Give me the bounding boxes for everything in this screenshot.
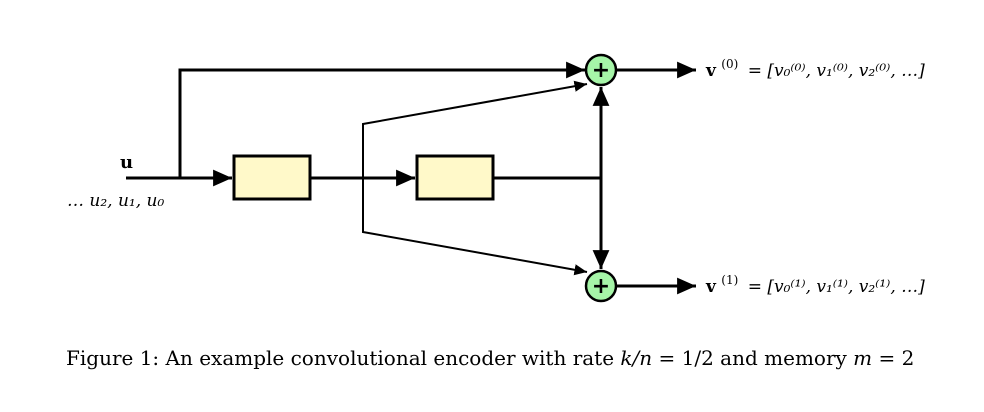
output-0-label: v (0) = [v₀⁽⁰⁾, v₁⁽⁰⁾, v₂⁽⁰⁾, …] xyxy=(705,53,925,81)
output-1-label: v (1) = [v₀⁽¹⁾, v₁⁽¹⁾, v₂⁽¹⁾, …] xyxy=(705,269,925,297)
output-0-name: v xyxy=(705,61,717,81)
tap-to-bottom-adder-line xyxy=(362,178,588,276)
bottom-adder-plus-icon: + xyxy=(592,274,610,299)
top-adder-plus-icon: + xyxy=(592,58,610,83)
bottom-adder: + xyxy=(584,269,618,303)
caption-rate-value: = 1/2 and memory xyxy=(652,346,854,370)
shift-register-2 xyxy=(415,154,495,201)
input-label: u xyxy=(120,152,133,173)
tap-to-top-adder-line xyxy=(362,80,588,178)
output-1-sequence: = [v₀⁽¹⁾, v₁⁽¹⁾, v₂⁽¹⁾, …] xyxy=(748,277,925,297)
input-sequence-label: … u₂, u₁, u₀ xyxy=(67,191,164,211)
output-0-sequence: = [v₀⁽⁰⁾, v₁⁽⁰⁾, v₂⁽⁰⁾, …] xyxy=(748,61,925,81)
input-to-top-adder-line xyxy=(178,61,585,178)
caption-memory-value: = 2 xyxy=(872,346,915,370)
convolutional-encoder-diagram: + + u … u₂, u₁, u₀ v (0) = [v₀⁽⁰⁾, v₁⁽⁰⁾… xyxy=(67,53,925,303)
top-adder: + xyxy=(584,53,618,87)
figure-caption: Figure 1: An example convolutional encod… xyxy=(66,346,946,370)
caption-rate-expr: k/n xyxy=(620,346,653,370)
caption-prefix: Figure 1: An example convolutional encod… xyxy=(66,346,621,370)
output-0-superscript: (0) xyxy=(721,57,738,71)
shift-register-1 xyxy=(232,154,312,201)
caption-memory-expr: m xyxy=(853,346,873,370)
output-1-superscript: (1) xyxy=(721,273,738,287)
output-1-name: v xyxy=(705,277,717,297)
